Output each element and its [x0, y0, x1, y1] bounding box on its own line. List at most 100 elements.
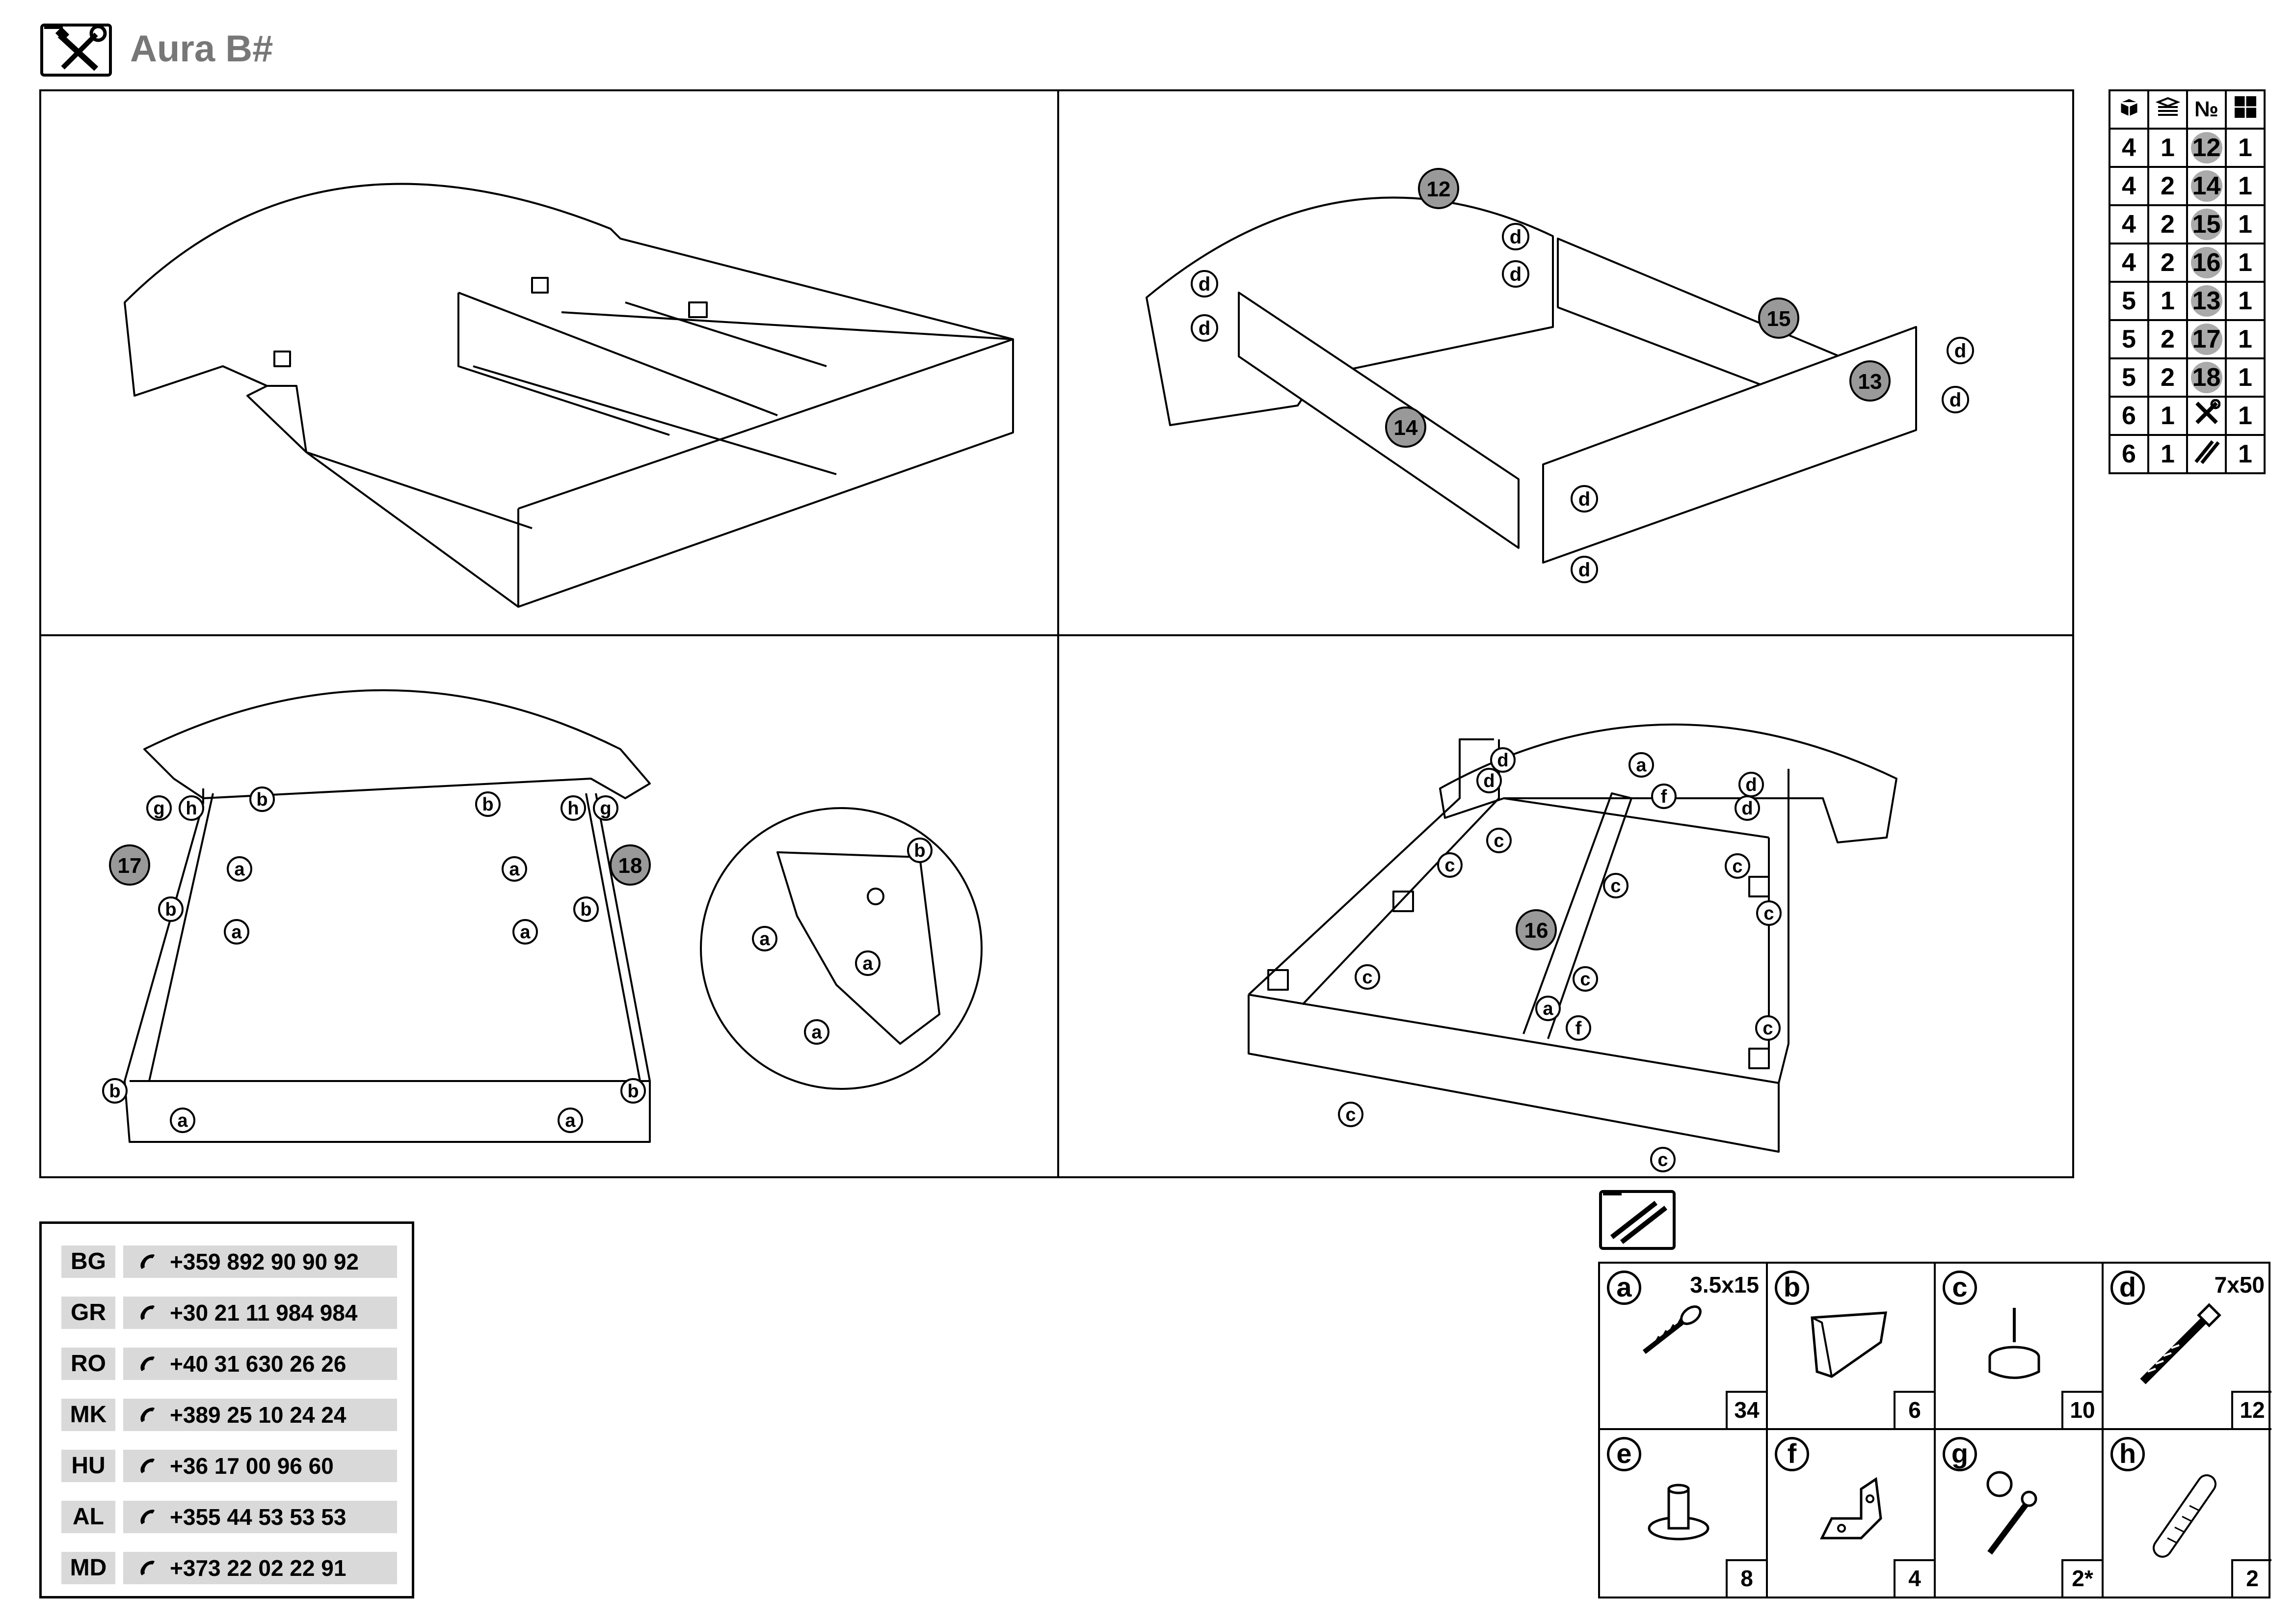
parts-count-cell: 2 — [2147, 166, 2188, 206]
phone-cell: +359 892 90 90 92 — [123, 1245, 397, 1278]
hardware-quantity: 12 — [2231, 1391, 2271, 1428]
svg-text:a: a — [565, 1110, 576, 1131]
svg-text:d: d — [1745, 775, 1757, 795]
svg-text:d: d — [1199, 273, 1210, 295]
corner-bracket-icon — [1811, 1311, 1887, 1378]
svg-text:12: 12 — [1427, 177, 1451, 201]
parts-box-cell: 4 — [2109, 166, 2149, 206]
svg-text:13: 13 — [1858, 370, 1882, 394]
phone-icon — [140, 1356, 155, 1371]
hardware-letter: d — [2110, 1271, 2145, 1305]
phone-number[interactable]: +359 892 90 90 92 — [170, 1249, 359, 1274]
parts-number-cell: 15 — [2186, 204, 2227, 244]
svg-text:a: a — [759, 929, 770, 949]
phone-number[interactable]: +30 21 11 984 984 — [170, 1300, 358, 1326]
parts-qty-cell: 1 — [2225, 434, 2266, 474]
parts-number-cell: 18 — [2186, 357, 2227, 398]
hardware-quantity: 34 — [1726, 1391, 1766, 1428]
phone-number[interactable]: +389 25 10 24 24 — [170, 1402, 347, 1428]
angle-bracket-icon — [1819, 1477, 1882, 1540]
box-icon — [2109, 89, 2149, 130]
stack-icon — [2147, 89, 2188, 130]
grid-numbers-icon — [2225, 89, 2266, 130]
country-code: RO — [61, 1348, 115, 1380]
svg-text:a: a — [862, 953, 873, 974]
svg-text:d: d — [1199, 318, 1210, 339]
svg-text:b: b — [580, 899, 591, 920]
svg-text:b: b — [109, 1081, 120, 1102]
phone-number[interactable]: +40 31 630 26 26 — [170, 1351, 347, 1377]
svg-text:a: a — [811, 1022, 822, 1043]
phone-icon — [140, 1510, 155, 1524]
part-number: 13 — [2190, 285, 2222, 317]
country-code: MD — [61, 1552, 115, 1584]
phone-cell: +389 25 10 24 24 — [123, 1399, 397, 1431]
country-code: GR — [61, 1297, 115, 1329]
part-number: 12 — [2190, 132, 2222, 163]
phone-cell: +355 44 53 53 53 — [123, 1501, 397, 1533]
phone-number[interactable]: +355 44 53 53 53 — [170, 1504, 347, 1530]
country-code: BG — [61, 1245, 115, 1278]
parts-count-cell: 2 — [2147, 204, 2188, 244]
svg-text:a: a — [520, 922, 531, 943]
svg-text:h: h — [186, 798, 197, 819]
svg-text:f: f — [1575, 1018, 1582, 1039]
svg-text:a: a — [1636, 755, 1647, 776]
hardware-letter: f — [1775, 1437, 1809, 1471]
phone-icon — [140, 1407, 155, 1422]
svg-text:g: g — [153, 798, 164, 819]
parts-qty-cell: 1 — [2225, 357, 2266, 398]
svg-text:c: c — [1657, 1150, 1668, 1170]
svg-text:b: b — [482, 794, 493, 815]
parts-count-cell: 2 — [2147, 357, 2188, 398]
svg-text:b: b — [914, 840, 925, 861]
confirmat-screw-icon — [2140, 1303, 2221, 1384]
contact-row: MK +389 25 10 24 24 — [61, 1399, 397, 1431]
step2-frame-assembly: 12 15 14 13 dd dd dd dd — [1146, 168, 1974, 583]
svg-text:b: b — [256, 789, 267, 810]
part-number: 15 — [2190, 209, 2222, 240]
tools-icon — [40, 24, 112, 77]
svg-text:c: c — [1362, 967, 1372, 988]
svg-text:f: f — [1661, 786, 1667, 807]
hardware-letter: e — [1607, 1437, 1641, 1471]
parts-box-cell: 5 — [2109, 357, 2149, 398]
hardware-quantity: 6 — [1894, 1391, 1934, 1428]
hardware-quantity: 2 — [2231, 1559, 2271, 1597]
page-title: Aura B# — [130, 28, 273, 70]
parts-box-cell: 4 — [2109, 128, 2149, 168]
parts-qty-cell: 1 — [2225, 319, 2266, 359]
parts-qty-cell: 1 — [2225, 204, 2266, 244]
phone-icon — [140, 1254, 155, 1269]
svg-text:d: d — [1510, 264, 1522, 285]
screw-icon — [1642, 1305, 1702, 1354]
part-number: 17 — [2190, 324, 2222, 355]
svg-text:a: a — [1543, 999, 1553, 1019]
parts-count-cell: 1 — [2147, 128, 2188, 168]
phone-number[interactable]: +36 17 00 96 60 — [170, 1453, 334, 1479]
contact-row: MD +373 22 02 22 91 — [61, 1552, 397, 1584]
hardware-letter: g — [1943, 1437, 1977, 1471]
parts-number-cell: 16 — [2186, 243, 2227, 283]
svg-text:d: d — [1483, 771, 1495, 791]
phone-cell: +30 21 11 984 984 — [123, 1297, 397, 1329]
contact-row: AL+355 44 53 53 53 — [61, 1501, 397, 1533]
svg-text:c: c — [1610, 876, 1621, 896]
parts-count-cell: 2 — [2147, 319, 2188, 359]
svg-text:d: d — [1949, 389, 1961, 411]
country-code: MK — [61, 1399, 115, 1431]
svg-text:b: b — [165, 899, 176, 920]
hardware-letter: c — [1943, 1271, 1977, 1305]
phone-number[interactable]: +373 22 02 22 91 — [170, 1555, 347, 1581]
